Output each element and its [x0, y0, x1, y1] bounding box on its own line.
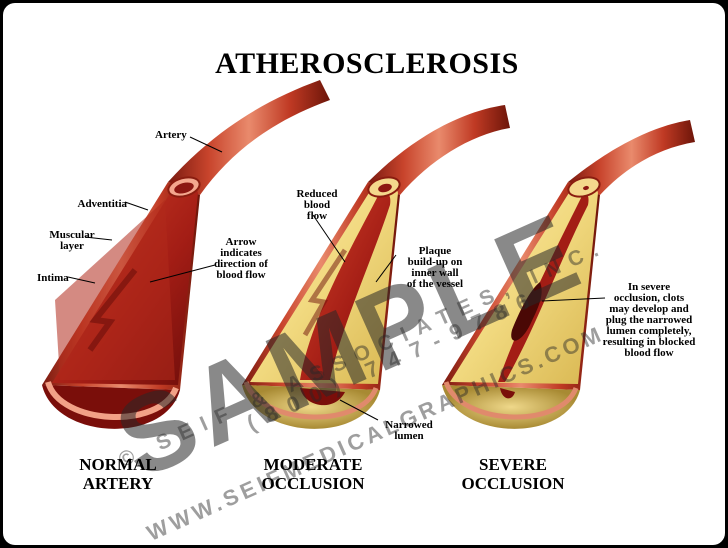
normal-artery [42, 80, 330, 429]
caption-normal-artery: NORMAL ARTERY [79, 455, 157, 493]
label-muscular-layer: Muscular layer [49, 229, 95, 252]
label-narrowed-lumen: Narrowed lumen [385, 419, 433, 442]
artery-illustration [42, 80, 695, 429]
caption-severe-occlusion: SEVERE OCCLUSION [461, 455, 565, 493]
page-title: ATHEROSCLEROSIS [215, 47, 519, 80]
label-arrow-direction: Arrow indicates direction of blood flow [214, 236, 268, 281]
label-reduced-flow: Reduced blood flow [296, 188, 338, 222]
label-artery: Artery [155, 129, 187, 141]
severe-artery [442, 120, 695, 429]
illustration-panel: SAMPLE © SEIF & ASSOCIATES, INC. (800) 7… [3, 3, 725, 545]
label-severe-note: In severe occlusion, clots may develop a… [602, 281, 696, 359]
label-intima: Intima [37, 272, 69, 284]
caption-moderate-occlusion: MODERATE OCCLUSION [261, 455, 365, 493]
moderate-artery [242, 105, 510, 429]
label-adventitia: Adventitia [77, 198, 128, 210]
label-plaque: Plaque build-up on inner wall of the ves… [406, 245, 464, 290]
leader-lines [67, 136, 606, 421]
